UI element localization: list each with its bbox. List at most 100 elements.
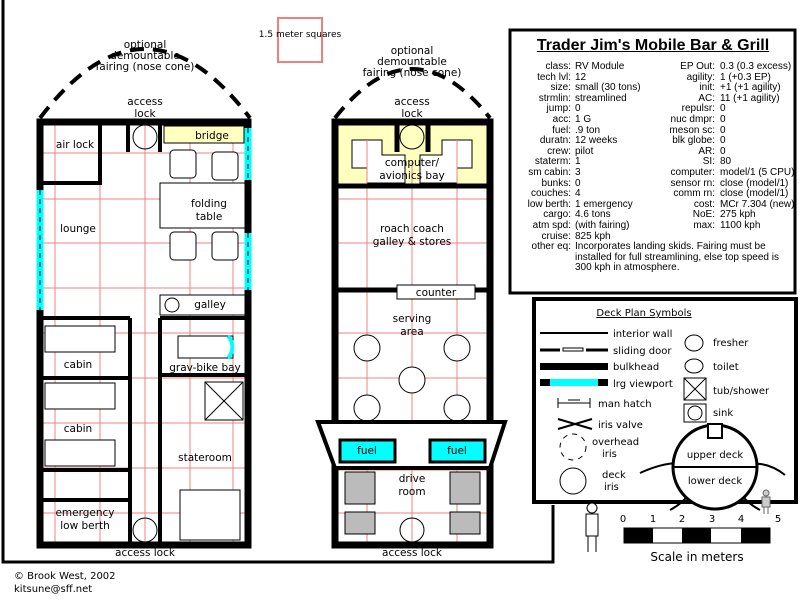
stat-value: 0 bbox=[575, 177, 581, 189]
stat-key: agility: bbox=[686, 71, 715, 83]
hull-bulkhead bbox=[36, 118, 252, 549]
stat-value: 1 G bbox=[575, 113, 592, 125]
legend-sliding-door: sliding door bbox=[613, 346, 672, 357]
stat-value: 0 bbox=[720, 113, 726, 125]
bridge-console bbox=[163, 125, 245, 144]
stat-key: blk globe: bbox=[672, 135, 715, 147]
stat-value: 825 kph bbox=[575, 230, 611, 242]
stat-value: close (model/1) bbox=[720, 188, 789, 200]
stat-value: 0 bbox=[720, 124, 726, 136]
interior-bulkheads bbox=[335, 122, 490, 293]
galley-counter bbox=[159, 294, 246, 316]
stat-key: duratn: bbox=[539, 135, 571, 147]
stat-key: crew: bbox=[547, 145, 571, 157]
access-lock-top-iris bbox=[132, 124, 158, 150]
stat-key: class: bbox=[545, 61, 571, 72]
fairing-label: optional bbox=[124, 39, 167, 51]
scale-tick: 1 bbox=[650, 514, 656, 525]
stats-panel: Trader Jim's Mobile Bar & Grill class:RV… bbox=[513, 33, 795, 274]
stat-value: MCr 7.304 (new) bbox=[720, 198, 795, 210]
grid-note: 1.5 meter squares bbox=[259, 30, 342, 40]
stat-value: 0 bbox=[720, 135, 726, 147]
stat-row: sm cabin: 3 computer: model/1 (5 CPU) bbox=[513, 166, 795, 179]
access-lock-label: lock bbox=[401, 108, 423, 120]
stat-value: 275 kph bbox=[720, 209, 756, 221]
folding-table-label: table bbox=[196, 211, 223, 223]
fuel-label: fuel bbox=[357, 445, 377, 457]
air-lock-label: air lock bbox=[56, 139, 95, 151]
stat-value: close (model/1) bbox=[720, 177, 789, 189]
small-human-figure-icon bbox=[761, 489, 771, 514]
stat-key: SI: bbox=[702, 156, 715, 168]
stat-value: 12 bbox=[575, 71, 587, 83]
stat-value: pilot bbox=[575, 145, 594, 157]
stat-row: bunks: 0 sensor rn: close (model/1) bbox=[513, 177, 793, 190]
lower-deck-plan: optional demountable fairing (nose cone)… bbox=[315, 45, 508, 559]
stat-key: AC: bbox=[698, 92, 715, 104]
legend-bulkhead: bulkhead bbox=[613, 362, 659, 373]
folding-table[interactable] bbox=[159, 182, 246, 229]
stat-key: size: bbox=[550, 82, 571, 94]
stat-key: meson sc: bbox=[669, 124, 715, 136]
stat-value: 1100 kph bbox=[720, 219, 761, 231]
legend-deck-iris: deck bbox=[602, 470, 626, 481]
access-lock-label: access lock bbox=[382, 547, 443, 559]
frame bbox=[1, 0, 555, 564]
stat-key: AR: bbox=[698, 145, 715, 157]
upper-deck-label: upper deck bbox=[687, 450, 743, 461]
fairing-label: optional bbox=[391, 45, 434, 57]
legend: Deck Plan Symbols interior wall sliding … bbox=[532, 297, 798, 504]
stat-key: staterm: bbox=[534, 156, 571, 168]
stat-key: sm cabin: bbox=[528, 166, 571, 178]
viewports bbox=[36, 128, 252, 310]
scale-bar: 0 1 2 3 4 5 Scale in meters bbox=[620, 514, 781, 564]
stat-row: duratn: 12 weeks blk globe: 0 bbox=[513, 136, 793, 147]
couches bbox=[169, 149, 239, 261]
stat-value: RV Module bbox=[575, 61, 625, 72]
stat-row: atm spd:(with fairing)max:1100 kph bbox=[513, 219, 793, 232]
stat-value: 0.3 (0.3 excess) bbox=[720, 61, 792, 72]
stat-value: .9 ton bbox=[575, 124, 601, 136]
legend-sink: sink bbox=[713, 408, 733, 419]
stat-key: nuc dmpr: bbox=[670, 113, 715, 125]
grav-bike-viewport bbox=[226, 334, 235, 360]
access-lock-top-iris bbox=[399, 124, 425, 150]
legend-title: Deck Plan Symbols bbox=[596, 308, 691, 319]
stat-key: computer: bbox=[670, 166, 715, 178]
stat-value: 12 weeks bbox=[575, 135, 618, 147]
stat-key: comm rn: bbox=[673, 188, 715, 200]
grav-bike-bay-label: grav-bike bay bbox=[169, 362, 241, 374]
human-figure-icon bbox=[585, 502, 599, 552]
counter-label: counter bbox=[416, 287, 457, 299]
stat-key: sensor rn: bbox=[670, 177, 715, 189]
stat-key: fuel: bbox=[552, 124, 571, 136]
stat-key: NoE: bbox=[692, 209, 715, 221]
stat-row: size:small (30 tons)init:+1 (+1 agility) bbox=[513, 83, 793, 94]
stat-value: 3 bbox=[575, 166, 581, 178]
stat-key: bunks: bbox=[541, 177, 571, 189]
legend-man-hatch: man hatch bbox=[598, 399, 652, 410]
galley-label: galley bbox=[194, 299, 226, 311]
stat-key: init: bbox=[699, 82, 715, 94]
folding-table-label: folding bbox=[191, 198, 227, 210]
scale-tick: 3 bbox=[709, 514, 715, 525]
serving-area-label: serving bbox=[393, 313, 432, 325]
legend-toilet: toilet bbox=[713, 362, 739, 373]
other-equipment: other eq: Incorporates landing skids. Fa… bbox=[513, 241, 793, 274]
stateroom-label: stateroom bbox=[178, 452, 232, 464]
nose-fairing bbox=[333, 67, 492, 120]
access-lock-label: access bbox=[394, 96, 429, 108]
stat-value: model/1 (5 CPU) bbox=[720, 166, 795, 178]
stat-value: 0 bbox=[720, 103, 726, 115]
computer-bay-label: avionics bay bbox=[379, 170, 444, 182]
tables bbox=[353, 334, 471, 422]
stat-value: Incorporates landing skids. Fairing must… bbox=[575, 241, 779, 274]
fuel-tank-left bbox=[338, 438, 397, 464]
legend-fresher: fresher bbox=[713, 338, 749, 349]
